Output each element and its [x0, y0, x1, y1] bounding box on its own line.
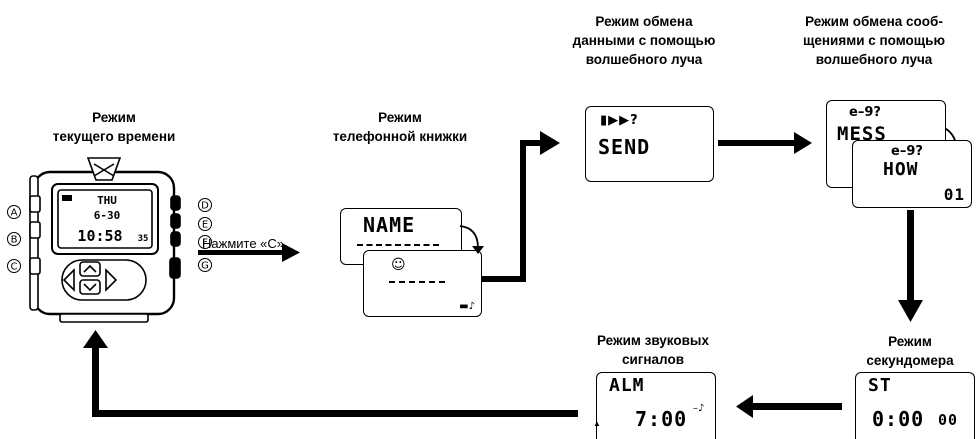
svg-text:D: D [201, 201, 209, 212]
lcd-name-text: NAME [363, 213, 416, 237]
button-g-label: G [198, 258, 212, 272]
lcd-dash-line [357, 244, 439, 246]
lcd-send-text: SEND [598, 135, 651, 159]
label-alarm-mode: Режим звуковых сигналов [597, 333, 709, 367]
watch-seconds: 35 [138, 234, 149, 244]
lcd-alm-text: ALM [609, 375, 645, 396]
arrow-to-message-exchange [718, 132, 812, 154]
watch-illustration [29, 157, 181, 323]
label-message-exchange-mode: Режим обмена сооб- щениями с помощью вол… [802, 14, 946, 67]
svg-text:G: G [201, 261, 209, 272]
lcd-message-front: e–9? HOW 01 [852, 140, 972, 208]
label-data-exchange-mode: Режим обмена данными с помощью волшебног… [572, 14, 716, 67]
press-c-instruction: Нажмите «С» [202, 236, 285, 251]
button-f-label: F [198, 235, 212, 249]
lcd-dash-line-2 [389, 281, 445, 283]
alarm-marker: ▲ [593, 419, 601, 428]
arrow-to-data-exchange [470, 131, 560, 282]
button-e-label: E [198, 217, 212, 231]
arrow-to-alarm [736, 395, 842, 418]
lcd-msg-number: 01 [943, 185, 965, 204]
bell-icon: ▬♪ [459, 301, 475, 312]
svg-text:C: C [11, 262, 18, 273]
lcd-phonebook-back: ☺ ▬♪ [363, 250, 482, 317]
lcd-st-text: ST [868, 375, 892, 396]
lcd-alarm-time: 7:00 [635, 407, 688, 431]
svg-text:F: F [202, 238, 208, 249]
lcd-alarm: ALM ▲ 7:00 –♪ [593, 372, 716, 439]
smile-icon: ☺ [391, 257, 406, 273]
label-current-time-mode: Режим текущего времени [52, 110, 176, 144]
button-a-label: A [7, 205, 21, 219]
svg-text:A: A [11, 208, 18, 219]
arrow-to-stopwatch [898, 210, 923, 322]
button-c-label: C [7, 259, 21, 273]
arrow-to-phonebook [198, 243, 300, 262]
transmit-icons-3: e–9? [891, 144, 923, 159]
lcd-mess-text: MESS [837, 123, 887, 145]
button-b-label: B [7, 232, 21, 246]
transmit-icons-2: e–9? [849, 105, 881, 120]
watch-day: THU [97, 194, 117, 207]
watch-time: 10:58 [77, 227, 122, 245]
button-d-label: D [198, 198, 212, 212]
label-phonebook-mode: Режим телефонной книжки [332, 110, 468, 144]
lcd-data-exchange: ▮▶▶? SEND [585, 106, 714, 182]
lcd-stopwatch: ST 0:00 00 [855, 372, 975, 439]
transmit-icons: ▮▶▶? [600, 113, 639, 128]
arrow-to-current-time [83, 330, 578, 417]
lcd-stopwatch-time: 0:00 [872, 407, 925, 431]
watch-date: 6-30 [94, 209, 121, 222]
lcd-how-text: HOW [883, 159, 919, 180]
bell-icon-alarm: –♪ [693, 403, 705, 414]
label-stopwatch-mode: Режим секундомера [866, 334, 954, 368]
svg-text:E: E [202, 220, 208, 231]
svg-text:B: B [11, 235, 18, 246]
lcd-stopwatch-sec: 00 [938, 411, 959, 429]
